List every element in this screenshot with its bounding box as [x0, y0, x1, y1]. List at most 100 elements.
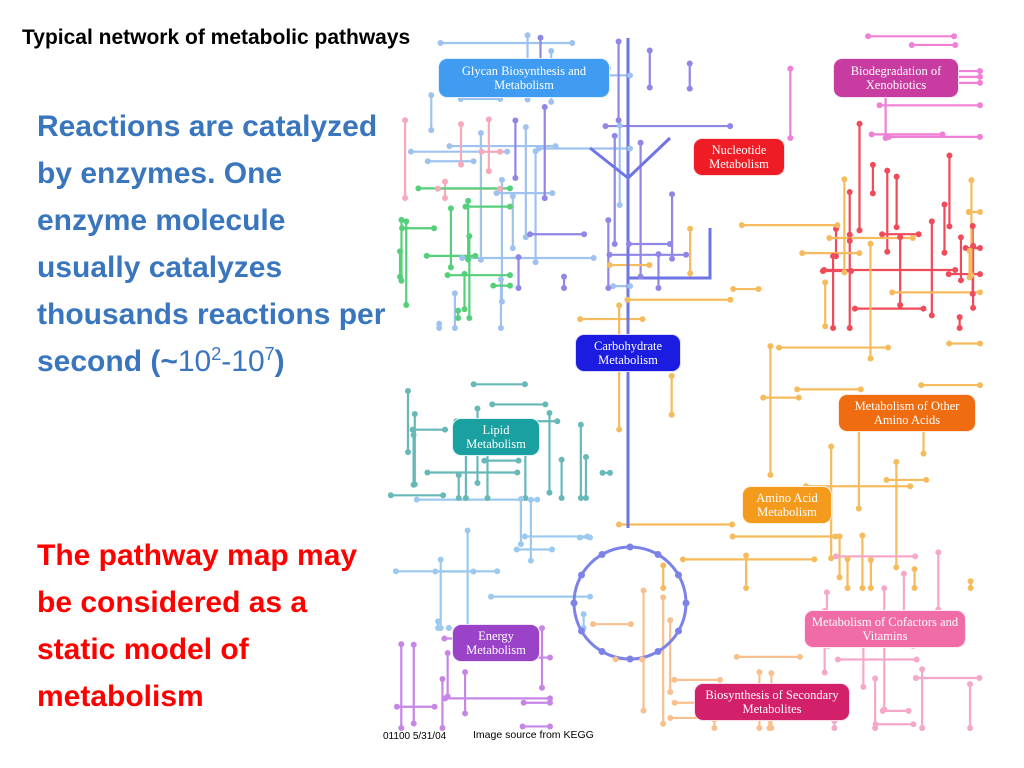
compound-node [900, 570, 907, 577]
compound-node [410, 720, 417, 727]
cycle-node [598, 551, 606, 559]
compound-node [455, 495, 462, 501]
compound-node [951, 33, 958, 40]
compound-node [517, 496, 524, 503]
compound-node [605, 285, 612, 291]
cycle-node [682, 599, 690, 607]
compound-node [841, 176, 848, 183]
compound-node [462, 495, 469, 501]
compound-node [768, 670, 775, 677]
compound-node [941, 201, 948, 208]
compound-node [547, 654, 553, 661]
compound-node [911, 585, 918, 591]
compound-node [639, 316, 646, 323]
compound-node [627, 283, 633, 290]
compound-node [667, 689, 674, 696]
compound-node [423, 252, 430, 259]
compound-node [524, 32, 531, 39]
compound-node [640, 587, 647, 594]
compound-node [615, 117, 622, 124]
compound-node [462, 710, 469, 717]
cycle-node [654, 647, 662, 655]
compound-node [836, 574, 843, 581]
compound-node [646, 84, 653, 91]
compound-node [941, 249, 948, 256]
compound-node [437, 625, 444, 631]
compound-node [965, 209, 972, 216]
compound-node [909, 235, 916, 242]
compound-node [411, 411, 418, 418]
compound-node [920, 305, 927, 312]
compound-node [465, 197, 472, 204]
compound-node [966, 274, 973, 281]
compound-node [869, 161, 876, 168]
compound-node [897, 234, 904, 241]
compound-node [811, 556, 818, 563]
compound-node [830, 325, 837, 331]
compound-node [546, 409, 553, 416]
compound-node [616, 122, 623, 129]
compound-node [509, 245, 516, 252]
compound-node [756, 725, 763, 731]
compound-node [514, 469, 521, 476]
compound-node [606, 251, 613, 258]
compound-node [447, 205, 454, 212]
compound-node [607, 469, 613, 476]
label-energy: Energy Metabolism [452, 624, 540, 662]
compound-node [393, 703, 400, 710]
slide-title: Typical network of metabolic pathways [22, 26, 411, 49]
compound-node [507, 185, 513, 192]
compound-node [977, 245, 983, 252]
compound-node [952, 41, 959, 48]
compound-node [392, 568, 399, 575]
compound-node [872, 721, 879, 728]
compound-node [577, 495, 584, 501]
compound-node [957, 277, 964, 284]
compound-node [541, 195, 548, 202]
compound-node [465, 256, 472, 263]
compound-node [404, 449, 411, 456]
compound-node [660, 585, 667, 591]
compound-node [918, 382, 925, 389]
compound-node [639, 656, 646, 663]
compound-node [912, 675, 919, 682]
compound-node [436, 320, 443, 327]
compound-node [859, 532, 866, 539]
compound-node [532, 259, 539, 266]
compound-node [799, 250, 806, 257]
compound-node [795, 394, 802, 401]
compound-node [441, 178, 448, 185]
compound-node [549, 546, 556, 553]
compound-node [976, 675, 983, 682]
compound-node [897, 302, 904, 309]
compound-node [434, 185, 441, 192]
compound-node [907, 483, 914, 490]
compound-node [541, 104, 548, 111]
label-xenobiotics: Biodegradation of Xenobiotics [833, 58, 959, 98]
compound-node [844, 556, 851, 563]
compound-node [538, 625, 545, 632]
compound-node [905, 707, 912, 714]
compound-node [576, 534, 583, 541]
compound-node [893, 173, 900, 180]
compound-node [637, 273, 644, 280]
compound-node [834, 656, 841, 663]
compound-node [485, 168, 492, 175]
compound-node [727, 296, 734, 303]
compound-node [470, 568, 477, 575]
compound-node [846, 189, 853, 196]
compound-node [738, 222, 745, 229]
compound-node [760, 394, 767, 401]
compound-node [522, 495, 529, 501]
compound-node [828, 443, 835, 450]
compound-node [535, 145, 542, 152]
compound-node [470, 381, 477, 388]
compound-node [841, 269, 848, 276]
compound-node [889, 289, 896, 296]
compound-node [729, 533, 736, 540]
compound-node [616, 426, 623, 433]
compound-node [611, 241, 618, 248]
compound-node [441, 635, 448, 642]
compound-node [451, 325, 458, 331]
compound-node [455, 307, 462, 314]
